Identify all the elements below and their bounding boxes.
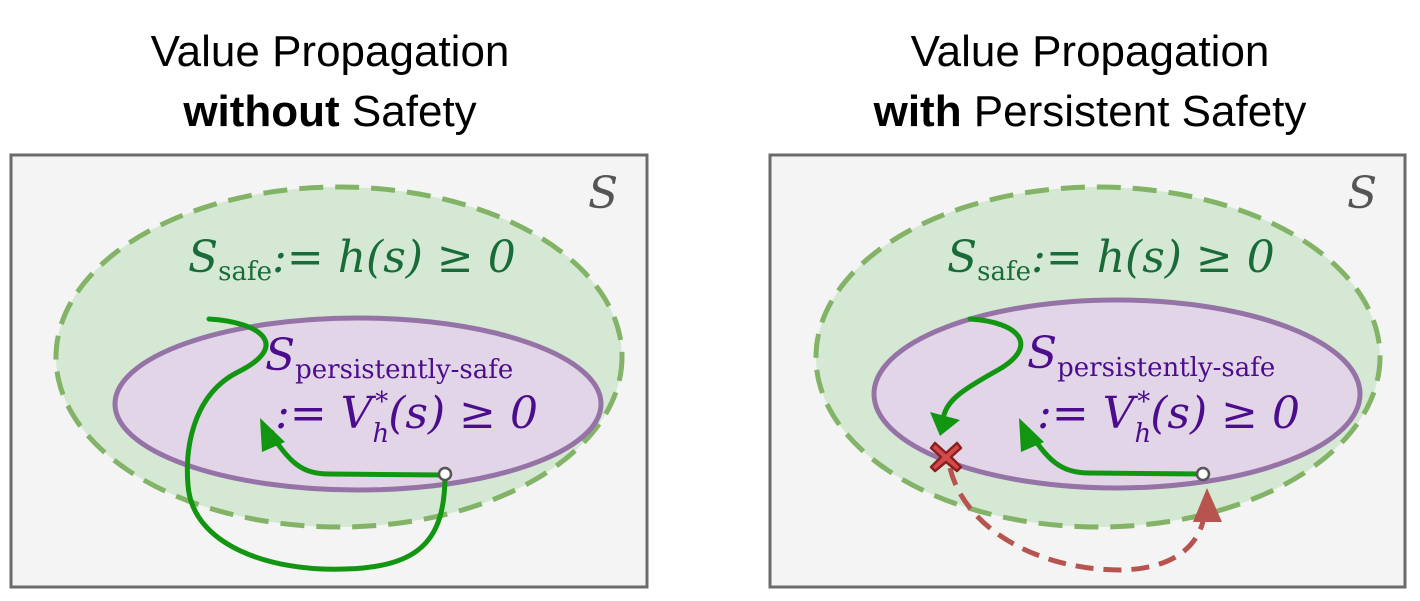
left-panel-title: Value Propagation without Safety [0, 22, 660, 142]
left-persistent-symbol: S [265, 330, 295, 381]
right-safe-set-label: Ssafe:= h(s) ≥ 0 [947, 232, 1275, 287]
right-state-space-label: S [1347, 168, 1377, 219]
right-persistent-symbol: S [1027, 328, 1057, 379]
right-persistent-definition-line: := Vh*(s) ≥ 0 [1037, 387, 1300, 449]
left-persistent-definition: := V [275, 388, 377, 439]
left-safe-subscript: safe [218, 257, 272, 287]
right-start-point [1195, 466, 1211, 482]
left-safe-symbol: S [188, 232, 218, 283]
right-safe-symbol: S [947, 232, 977, 283]
left-state-space-label: S [588, 168, 618, 219]
right-descent-trajectory [941, 316, 1024, 418]
left-title-line2: without Safety [0, 82, 660, 142]
right-safe-subscript: safe [977, 257, 1031, 287]
left-safe-set-label: Ssafe:= h(s) ≥ 0 [188, 232, 516, 287]
left-persistent-definition-rest: (s) ≥ 0 [388, 388, 538, 439]
right-persistent-definition-rest: (s) ≥ 0 [1150, 388, 1300, 439]
right-persistent-subscript: persistently-safe [1057, 353, 1275, 383]
left-title-line1: Value Propagation [150, 27, 510, 76]
right-title-bold: with [873, 87, 962, 136]
right-title-rest: Persistent Safety [961, 87, 1307, 136]
left-persistent-definition-line: := Vh*(s) ≥ 0 [275, 387, 538, 449]
left-persistent-v-sup: * [375, 387, 388, 417]
left-persistent-v-sub: h [372, 419, 389, 449]
left-persistent-subscript: persistently-safe [295, 355, 513, 385]
right-title-line2: with Persistent Safety [760, 82, 1420, 142]
left-persistent-set-label: Spersistently-safe [265, 330, 513, 385]
right-blocked-arrowhead [1193, 488, 1222, 522]
left-panel: S Ssafe:= h(s) ≥ 0 Spersistently-safe :=… [9, 153, 649, 589]
left-title-rest: Safety [339, 87, 477, 136]
right-persistent-v-sub: h [1134, 419, 1151, 449]
right-panel: S Ssafe:= h(s) ≥ 0 Spersistently-safe :=… [768, 153, 1407, 589]
right-panel-title: Value Propagation with Persistent Safety [760, 22, 1420, 142]
right-persistent-v-sup: * [1137, 387, 1150, 417]
right-return-arrowhead [1019, 418, 1044, 452]
left-start-point [437, 466, 453, 482]
left-title-bold: without [183, 87, 340, 136]
right-safe-definition: := h(s) ≥ 0 [1031, 232, 1275, 283]
right-persistent-set-label: Spersistently-safe [1027, 328, 1275, 383]
left-arrowhead [260, 418, 285, 452]
left-long-trajectory [184, 316, 448, 572]
left-persistent-set [112, 315, 604, 493]
right-descent-arrowhead [930, 412, 960, 436]
left-safe-definition: := h(s) ≥ 0 [272, 232, 516, 283]
right-title-line1: Value Propagation [910, 27, 1270, 76]
right-blocked-trajectory [947, 467, 1208, 573]
x-mark-icon [929, 441, 963, 473]
right-persistent-definition: := V [1037, 388, 1139, 439]
right-persistent-set [871, 297, 1363, 491]
